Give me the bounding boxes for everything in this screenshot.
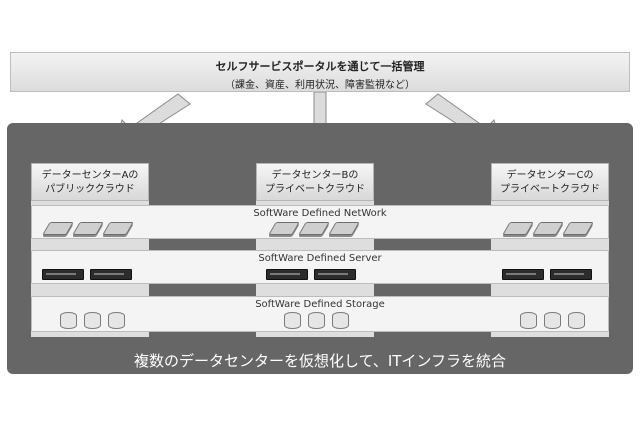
integration-caption: 複数のデータセンターを仮想化して、ITインフラを統合: [134, 352, 506, 370]
storage-disk-icon: [284, 312, 301, 329]
network-switch-icon: [42, 222, 74, 235]
datacenter-c-line1: データセンターCの: [506, 170, 594, 181]
rack-server-icon: [42, 269, 84, 280]
datacenter-c-line2: プライベートクラウド: [500, 184, 600, 195]
datacenter-b-header: データセンターBの プライベートクラウド: [256, 163, 374, 201]
datacenter-a-line2: パブリッククラウド: [45, 184, 135, 195]
storage-disk-icon: [108, 312, 125, 329]
storage-layer-band: SoftWare Defined Storage: [31, 296, 609, 332]
rack-server-icon: [266, 269, 308, 280]
rack-server-icon: [502, 269, 544, 280]
storage-disk-icon: [84, 312, 101, 329]
network-switch-icon: [562, 222, 594, 235]
datacenter-b-line2: プライベートクラウド: [265, 184, 365, 195]
portal-title: セルフサービスポータルを通じて一括管理: [215, 60, 425, 73]
datacenter-a-line1: データーセンターAの: [41, 170, 139, 181]
storage-disk-icon: [520, 312, 537, 329]
network-layer-band: SoftWare Defined NetWork: [31, 205, 609, 239]
network-switch-icon: [532, 222, 564, 235]
server-layer-band: SoftWare Defined Server: [31, 250, 609, 284]
network-layer-label: SoftWare Defined NetWork: [253, 208, 387, 219]
self-service-portal-box: セルフサービスポータルを通じて一括管理 （課金、資産、利用状況、障害監視など）: [10, 52, 630, 92]
storage-layer-label: SoftWare Defined Storage: [255, 299, 385, 310]
network-switch-icon: [102, 222, 134, 235]
datacenter-b-line1: データセンターBの: [271, 170, 359, 181]
storage-disk-icon: [568, 312, 585, 329]
network-switch-icon: [268, 222, 300, 235]
portal-subtitle: （課金、資産、利用状況、障害監視など）: [225, 80, 415, 91]
rack-server-icon: [314, 269, 356, 280]
storage-disk-icon: [332, 312, 349, 329]
storage-disk-icon: [308, 312, 325, 329]
storage-disk-icon: [544, 312, 561, 329]
network-switch-icon: [328, 222, 360, 235]
rack-server-icon: [550, 269, 592, 280]
datacenter-a-header: データーセンターAの パブリッククラウド: [31, 163, 149, 201]
network-switch-icon: [298, 222, 330, 235]
network-switch-icon: [72, 222, 104, 235]
server-layer-label: SoftWare Defined Server: [258, 253, 382, 264]
network-switch-icon: [502, 222, 534, 235]
rack-server-icon: [90, 269, 132, 280]
storage-disk-icon: [60, 312, 77, 329]
datacenter-c-header: データセンターCの プライベートクラウド: [491, 163, 609, 201]
